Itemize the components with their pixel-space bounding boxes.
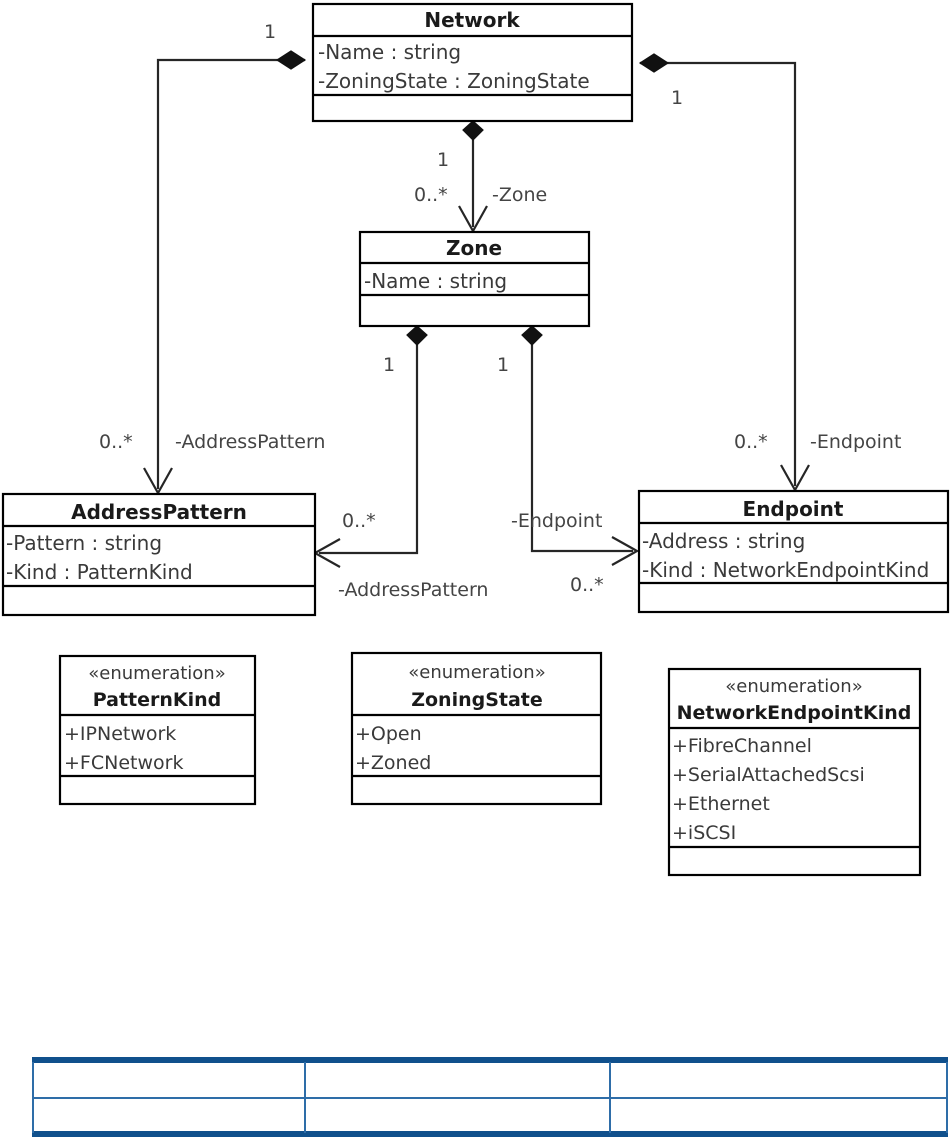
- association-role-label: -AddressPattern: [338, 579, 488, 601]
- class-box-addresspattern[interactable]: AddressPattern -Pattern : string -Kind :…: [1, 492, 317, 617]
- enum-name: NetworkEndpointKind: [677, 702, 912, 724]
- enum-box-zoningstate[interactable]: «enumeration» ZoningState +Open +Zoned: [350, 651, 603, 806]
- association-zone-addresspattern: 1 0..* -AddressPattern: [312, 325, 488, 601]
- enum-box-networkendpointkind[interactable]: «enumeration» NetworkEndpointKind +Fibre…: [667, 667, 922, 877]
- class-name: AddressPattern: [71, 500, 247, 524]
- enum-literal: +FibreChannel: [672, 735, 812, 757]
- association-role-label: -Endpoint: [511, 510, 602, 532]
- enum-literal: +SerialAttachedScsi: [672, 764, 865, 786]
- multiplicity-target: 0..*: [99, 431, 133, 453]
- data-table[interactable]: [32, 1057, 948, 1137]
- multiplicity-target: 0..*: [734, 431, 768, 453]
- enum-name: PatternKind: [93, 689, 222, 711]
- multiplicity-source: 1: [437, 149, 449, 171]
- enum-stereotype: «enumeration»: [725, 676, 862, 697]
- composition-diamond: [462, 120, 484, 141]
- class-attribute: -Kind : NetworkEndpointKind: [642, 558, 929, 582]
- class-box-endpoint[interactable]: Endpoint -Address : string -Kind : Netwo…: [637, 489, 950, 614]
- enum-literal: +Open: [355, 723, 422, 745]
- class-attribute: -Name : string: [318, 40, 461, 64]
- association-network-zone: 1 0..* -Zone: [414, 120, 547, 234]
- class-box-network[interactable]: Network -Name : string -ZoningState : Zo…: [311, 2, 634, 123]
- multiplicity-target: 0..*: [414, 184, 448, 206]
- enum-stereotype: «enumeration»: [88, 663, 225, 684]
- class-attribute: -Pattern : string: [6, 531, 162, 555]
- multiplicity-target: 0..*: [342, 510, 376, 532]
- enum-box-patternkind[interactable]: «enumeration» PatternKind +IPNetwork +FC…: [58, 654, 257, 806]
- class-name: Zone: [446, 236, 502, 260]
- enum-literal: +FCNetwork: [64, 752, 183, 774]
- class-attribute: -ZoningState : ZoningState: [318, 69, 590, 93]
- enum-name: ZoningState: [411, 689, 543, 711]
- class-name: Network: [424, 8, 520, 32]
- class-attribute: -Address : string: [642, 529, 805, 553]
- multiplicity-source: 1: [497, 354, 509, 376]
- class-attribute: -Kind : PatternKind: [6, 560, 193, 584]
- enum-literal: +IPNetwork: [64, 723, 176, 745]
- class-box-zone[interactable]: Zone -Name : string: [358, 230, 591, 328]
- association-zone-endpoint: 1 0..* -Endpoint: [497, 325, 640, 596]
- multiplicity-source: 1: [264, 21, 276, 43]
- enum-literal: +Ethernet: [672, 793, 770, 815]
- composition-diamond: [638, 53, 670, 73]
- composition-diamond: [521, 325, 543, 346]
- association-network-endpoint: 1 0..* -Endpoint: [638, 53, 901, 493]
- multiplicity-target: 0..*: [570, 574, 604, 596]
- multiplicity-source: 1: [671, 87, 683, 109]
- association-role-label: -Endpoint: [810, 431, 901, 453]
- enum-literal: +iSCSI: [672, 822, 736, 844]
- enum-stereotype: «enumeration»: [408, 662, 545, 683]
- multiplicity-source: 1: [383, 354, 395, 376]
- enum-literal: +Zoned: [355, 752, 431, 774]
- association-network-addresspattern: 1 0..* -AddressPattern: [99, 21, 325, 496]
- class-name: Endpoint: [743, 497, 844, 521]
- association-role-label: -Zone: [492, 184, 547, 206]
- class-attribute: -Name : string: [364, 269, 507, 293]
- composition-diamond: [275, 50, 307, 70]
- association-role-label: -AddressPattern: [175, 431, 325, 453]
- composition-diamond: [406, 325, 428, 346]
